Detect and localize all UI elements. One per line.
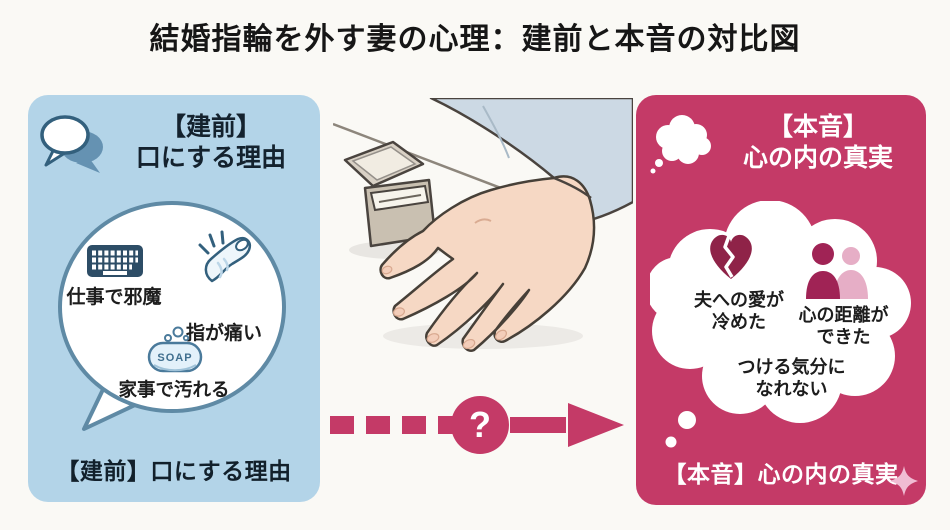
- honne-item-distance: 心の距離が できた: [798, 305, 889, 347]
- tatemae-item-pain: 指が痛い: [185, 323, 262, 344]
- page-title: 結婚指輪を外す妻の心理：建前と本音の対比図: [149, 23, 801, 56]
- couple-distance-icon: [806, 243, 868, 299]
- keyboard-icon: [87, 245, 143, 277]
- tatemae-footer: 【建前】口にする理由: [56, 458, 292, 484]
- thought-cloud-icon: [650, 115, 711, 174]
- tatemae-title: 【建前】 口にする理由: [135, 112, 287, 172]
- honne-item-mood: つける気分に なれない: [737, 357, 846, 399]
- speech-bubbles-icon: [40, 115, 103, 173]
- tatemae-header: 【建前】 口にする理由: [28, 111, 320, 175]
- honne-footer: 【本音】心の内の真実: [663, 461, 899, 487]
- broken-heart-icon: [710, 234, 752, 279]
- sparkle-icon: [890, 466, 918, 496]
- tatemae-item-chores: 家事で汚れる: [118, 379, 230, 400]
- tatemae-item-work: 仕事で邪魔: [66, 287, 162, 308]
- honne-item-love-cooled: 夫への愛が 冷めた: [694, 290, 784, 332]
- svg-text:SOAP: SOAP: [157, 352, 192, 364]
- hand-ring-box-illustration: [333, 98, 633, 352]
- honne-header: 【本音】 心の内の真実: [636, 111, 926, 175]
- honne-title: 【本音】 心の内の真実: [742, 112, 893, 172]
- finger-pain-icon: [198, 230, 251, 283]
- question-mark-badge: ?: [451, 396, 509, 454]
- soap-icon: SOAP: [147, 326, 203, 373]
- question-mark: ?: [469, 404, 491, 445]
- honne-panel: 【本音】 心の内の真実 夫への愛が 冷めた: [636, 95, 926, 505]
- tatemae-panel: 【建前】 口にする理由 仕事で邪魔 指が痛い: [28, 95, 320, 502]
